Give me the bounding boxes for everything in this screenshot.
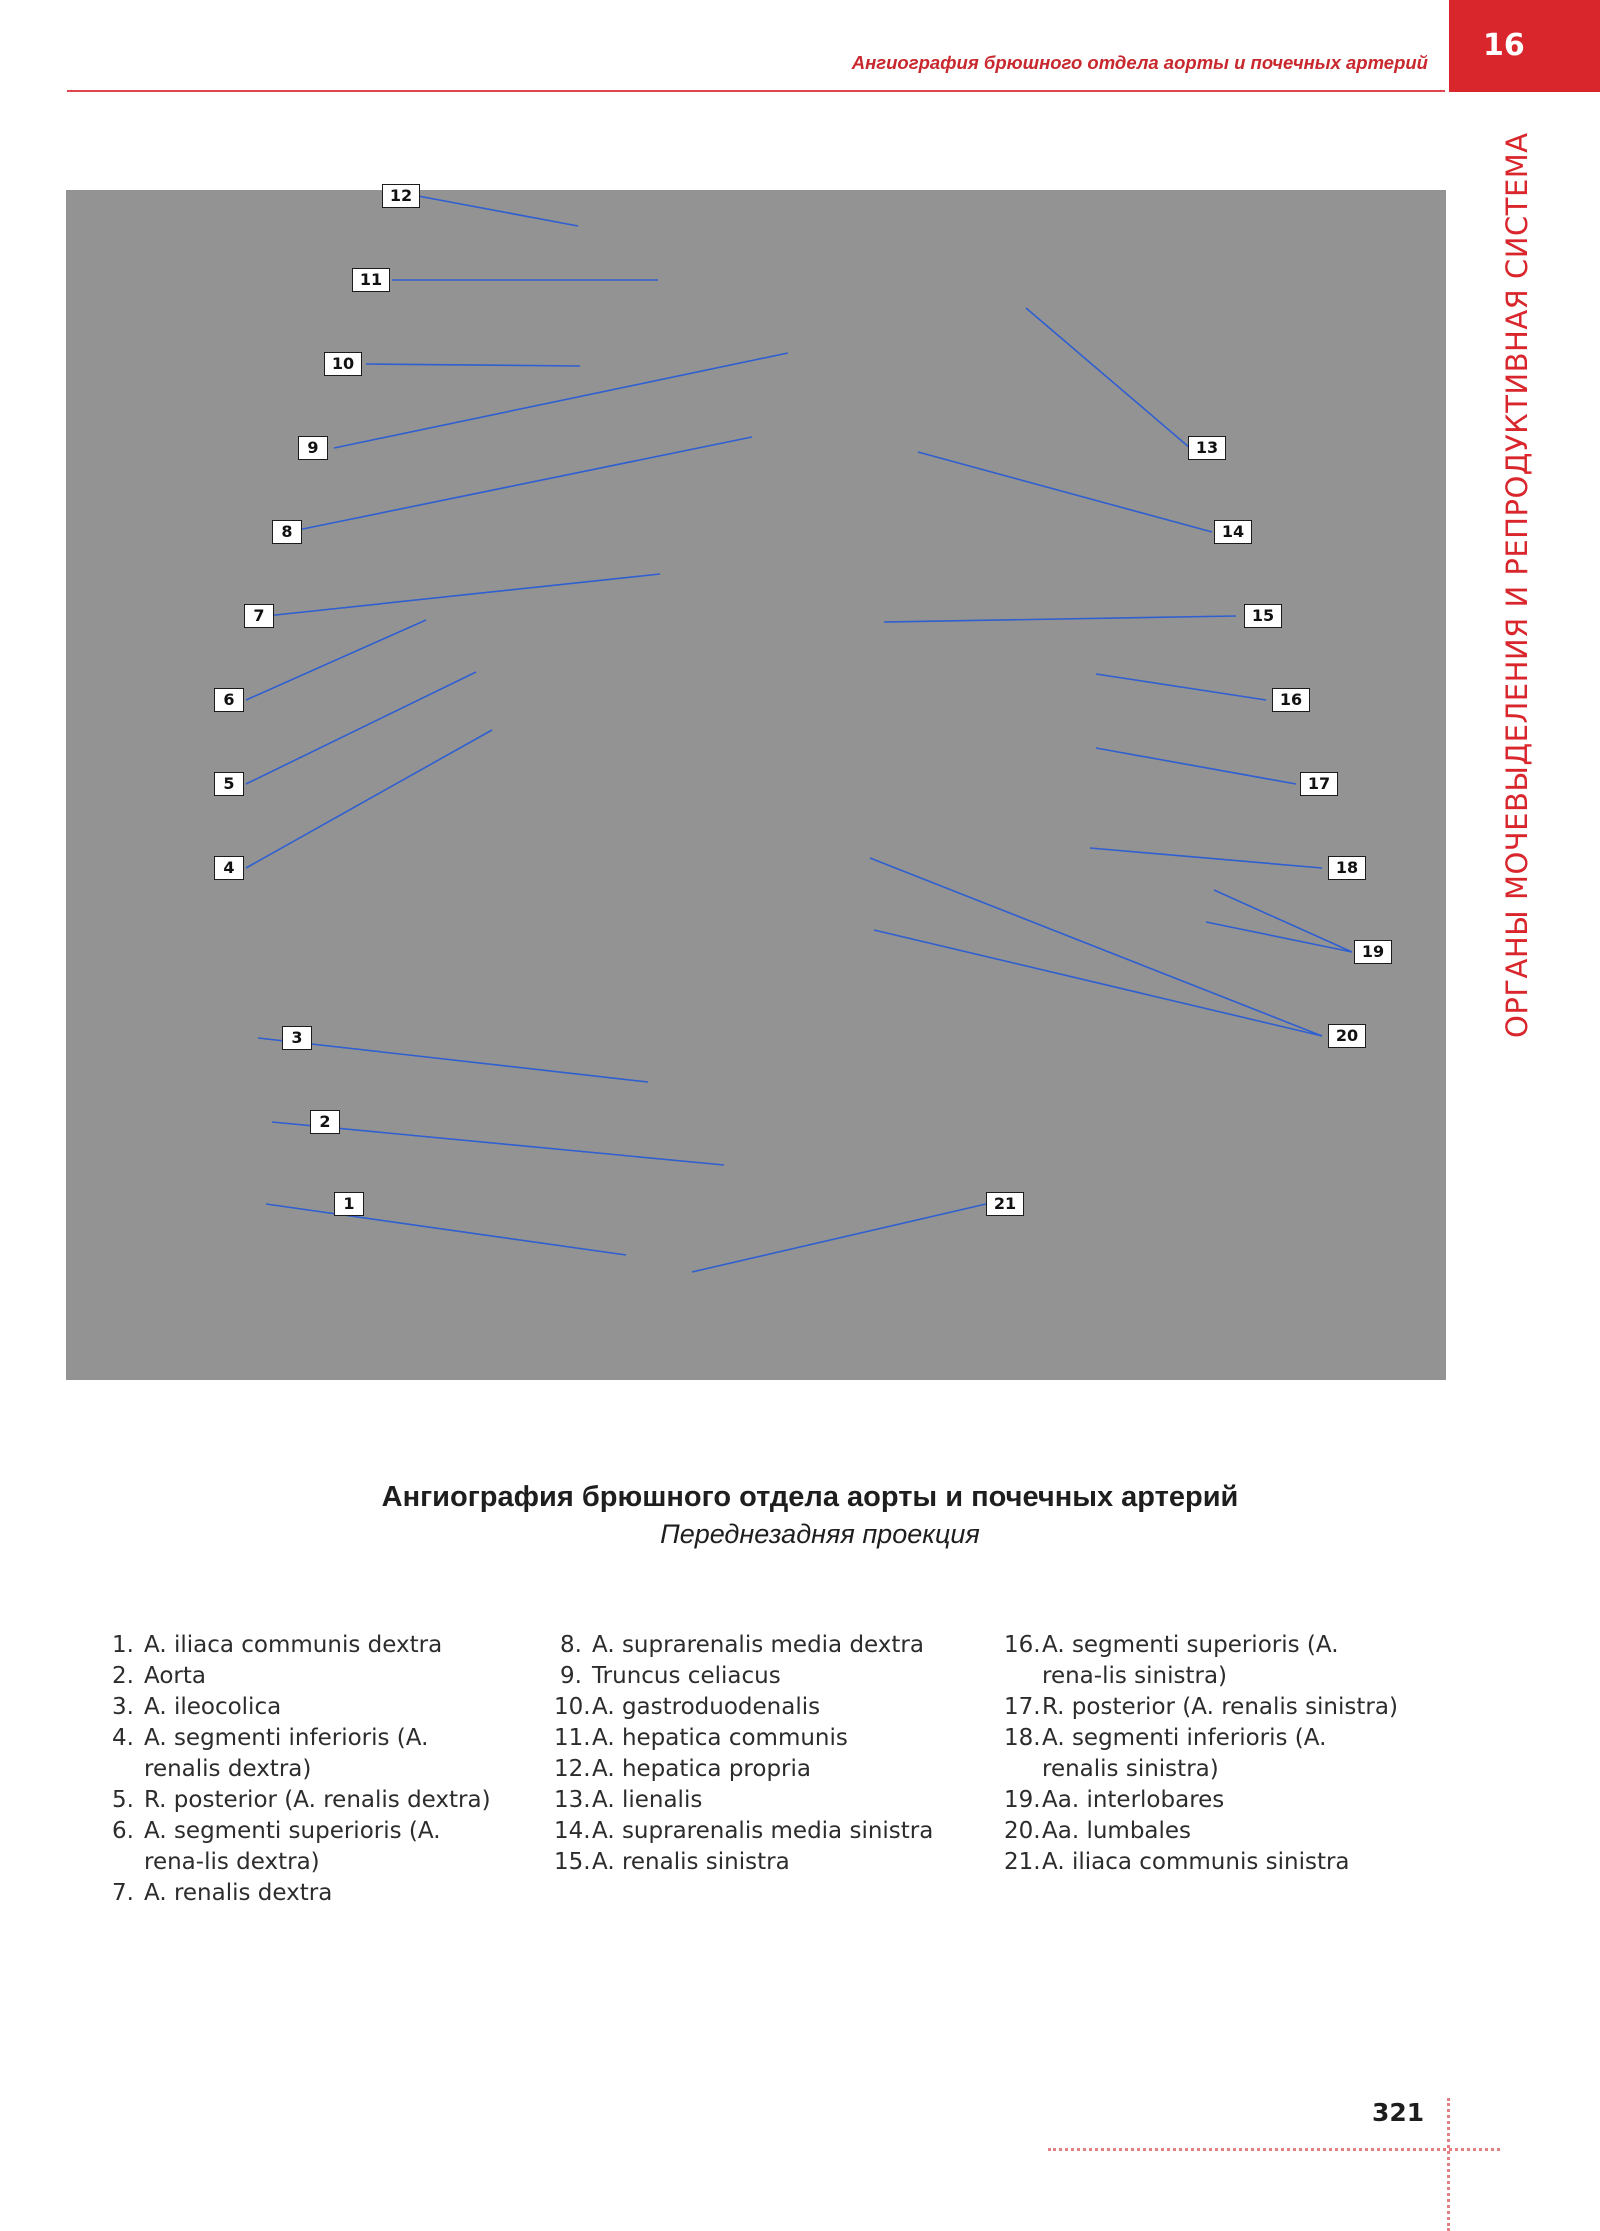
leader-line-14	[917, 451, 1213, 533]
legend-item: 19.Aa. interlobares	[1004, 1787, 1225, 1813]
leader-line-20b	[873, 929, 1323, 1037]
figure-label-5: 5	[214, 772, 244, 796]
figure-label-1: 1	[334, 1192, 364, 1216]
figure-label-3: 3	[282, 1026, 312, 1050]
legend-item: 1.A. iliaca communis dextra	[112, 1632, 443, 1658]
legend-item: 8.A. suprarenalis media dextra	[560, 1632, 924, 1658]
leader-line-15	[883, 615, 1237, 623]
figure-caption-subtitle: Переднезадняя проекция	[660, 1519, 980, 1549]
leader-line-7	[265, 573, 661, 617]
footer-dotted-vertical-rule	[1447, 2098, 1450, 2231]
leader-line-6	[245, 619, 427, 701]
leader-line-5	[245, 671, 477, 785]
figure-caption-title: Ангиография брюшного отдела аорты и поче…	[381, 1481, 1239, 1513]
figure-label-21: 21	[986, 1192, 1024, 1216]
angiogram-image: 1 2 3 4 5 6 7 8 9 10 11 12 13 14 15 16 1…	[66, 184, 1446, 1380]
legend-item: 3.A. ileocolica	[112, 1694, 282, 1720]
figure-label-13: 13	[1188, 436, 1226, 460]
legend-item: 11.A. hepatica communis	[554, 1725, 848, 1751]
figure-label-10: 10	[324, 352, 362, 376]
header-rule	[67, 90, 1445, 92]
leader-line-9	[333, 352, 789, 449]
legend-item: 4.A. segmenti inferioris (A. renalis dex…	[112, 1725, 429, 1782]
legend-item: 10.A. gastroduodenalis	[554, 1694, 821, 1720]
legend-item: 2.Aorta	[112, 1663, 206, 1689]
leader-line-12	[417, 195, 579, 227]
figure-label-15: 15	[1244, 604, 1282, 628]
leader-line-19a	[1213, 889, 1353, 953]
leader-lines	[245, 195, 1353, 1273]
section-vertical-title: ОРГАНЫ МОЧЕВЫДЕЛЕНИЯ И РЕПРОДУКТИВНАЯ СИ…	[1500, 132, 1534, 1038]
figure-label-16: 16	[1272, 688, 1310, 712]
leader-line-20a	[869, 857, 1323, 1037]
legend-item: 16.A. segmenti superioris (A. rena-lis s…	[1004, 1632, 1339, 1689]
leader-line-1	[265, 1203, 627, 1256]
running-title: Ангиография брюшного отдела аорты и поче…	[851, 52, 1428, 73]
figure-label-8: 8	[272, 520, 302, 544]
figure-label-12: 12	[382, 184, 420, 208]
leader-line-4	[245, 729, 493, 869]
leader-line-21	[691, 1203, 987, 1273]
angiogram-vignette	[66, 190, 1446, 1380]
figure-label-2: 2	[310, 1110, 340, 1134]
leader-line-8	[287, 436, 753, 533]
legend-item: 9.Truncus celiacus	[560, 1663, 781, 1689]
legend-item: 18.A. segmenti inferioris (A. renalis si…	[1004, 1725, 1327, 1782]
legend-item: 21.A. iliaca communis sinistra	[1004, 1849, 1350, 1875]
legend-column-1: 1.A. iliaca communis dextra 2.Aorta 3.A.…	[106, 1630, 506, 1909]
leader-line-18	[1089, 847, 1323, 869]
angiogram-illustration	[66, 190, 1446, 1380]
legend-item: 6.A. segmenti superioris (A. rena-lis de…	[112, 1818, 441, 1875]
legend-item: 15.A. renalis sinistra	[554, 1849, 790, 1875]
figure-label-14: 14	[1214, 520, 1252, 544]
leader-line-13	[1025, 307, 1191, 449]
figure-label-9: 9	[298, 436, 328, 460]
legend-item: 5.R. posterior (A. renalis dextra)	[112, 1787, 491, 1813]
legend-column-3: 16.A. segmenti superioris (A. rena-lis s…	[1004, 1630, 1404, 1878]
figure-label-20: 20	[1328, 1024, 1366, 1048]
figure-label-17: 17	[1300, 772, 1338, 796]
leader-line-3	[257, 1037, 649, 1083]
leader-line-17	[1095, 747, 1297, 785]
leader-line-10	[365, 363, 581, 367]
figure-label-4: 4	[214, 856, 244, 880]
chapter-number-badge: 16	[1449, 0, 1600, 92]
legend-item: 13.A. lienalis	[554, 1787, 703, 1813]
figure-label-11: 11	[352, 268, 390, 292]
footer-dotted-rule	[1048, 2148, 1500, 2151]
legend-item: 20.Aa. lumbales	[1004, 1818, 1192, 1844]
figure-label-6: 6	[214, 688, 244, 712]
legend-item: 7.A. renalis dextra	[112, 1880, 333, 1906]
legend-item: 14.A. suprarenalis media sinistra	[554, 1818, 934, 1844]
leader-line-2	[271, 1121, 725, 1166]
legend-item: 17.R. posterior (A. renalis sinistra)	[1004, 1694, 1398, 1720]
legend-item: 12.A. hepatica propria	[554, 1756, 811, 1782]
figure-label-18: 18	[1328, 856, 1366, 880]
figure-label-19: 19	[1354, 940, 1392, 964]
page-number: 321	[1372, 2098, 1425, 2127]
legend-column-2: 8.A. suprarenalis media dextra 9.Truncus…	[554, 1630, 954, 1878]
figure-label-7: 7	[244, 604, 274, 628]
leader-line-16	[1095, 673, 1267, 701]
leader-line-19b	[1205, 921, 1353, 953]
